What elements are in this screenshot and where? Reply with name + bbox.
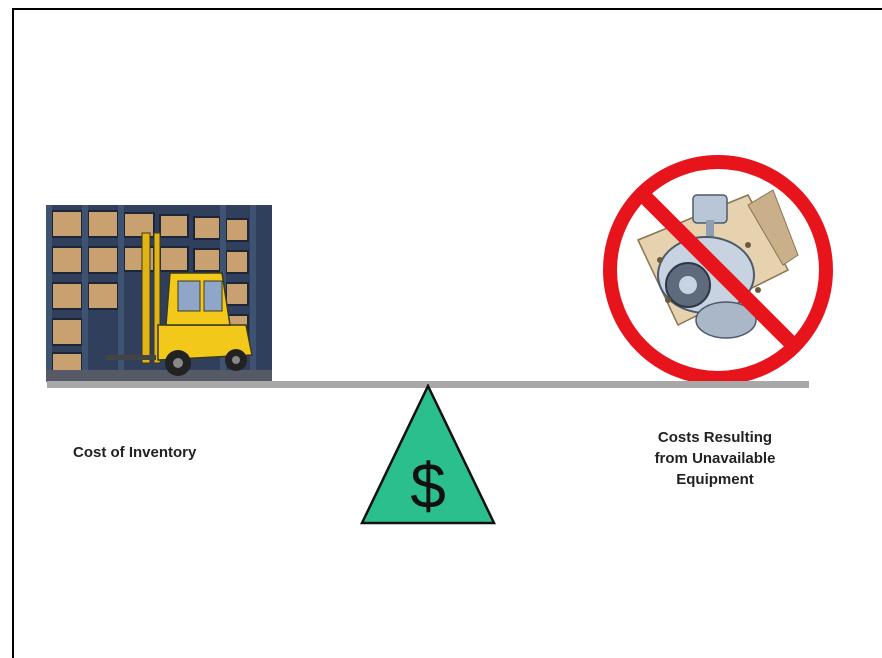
warehouse-forklift-icon xyxy=(46,205,272,382)
label-line: Equipment xyxy=(676,471,754,488)
dollar-sign: $ xyxy=(410,450,446,522)
label-line: Costs Resulting xyxy=(657,429,773,446)
slide-frame xyxy=(12,8,882,658)
cost-of-inventory-label: Cost of Inventory xyxy=(73,444,197,461)
fulcrum-dollar-icon: $ xyxy=(360,384,496,525)
label-line: from Unavailable xyxy=(654,450,776,467)
prohibited-equipment-icon xyxy=(603,155,833,385)
unavailable-equipment-label: Costs Resulting from Unavailable Equipme… xyxy=(640,427,790,490)
